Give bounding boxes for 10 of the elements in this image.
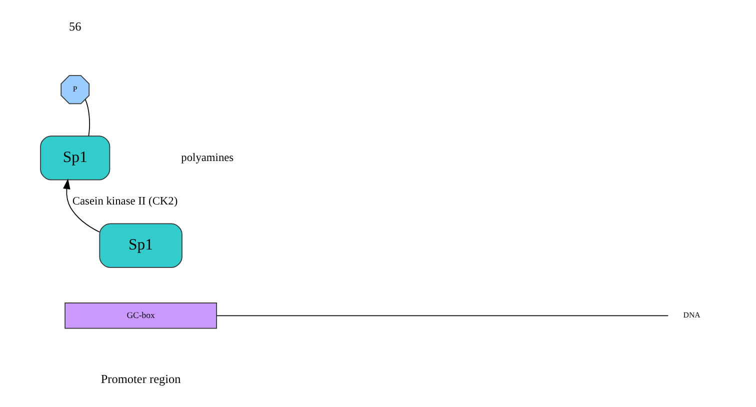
- label: 56: [68, 20, 82, 34]
- node-box: Sp1: [99, 223, 182, 268]
- label: DNA: [683, 310, 700, 320]
- arrow: [63, 178, 100, 232]
- label: polyamines: [181, 152, 234, 164]
- node-label: Promoter region: [100, 372, 181, 386]
- edge-label: Casein kinase II (CK2): [72, 196, 178, 208]
- node-box: Sp1: [40, 136, 110, 180]
- node-box: GC-box: [64, 302, 218, 329]
- connector: [84, 98, 90, 136]
